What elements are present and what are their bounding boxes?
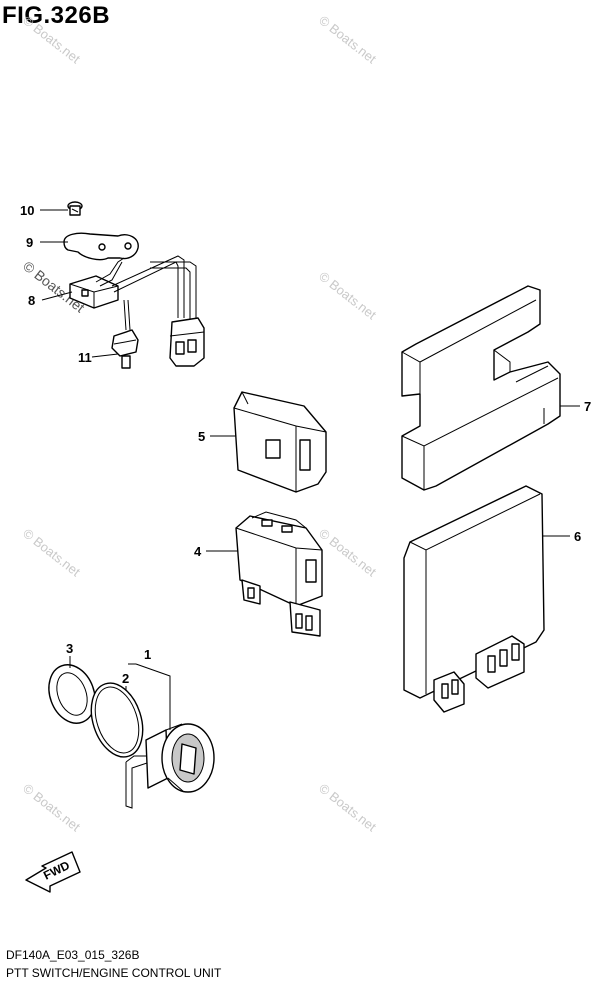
callouts: 10 9 8 11 5 4 7 6 3 2 1: [20, 203, 591, 686]
watermark: © Boats.net: [20, 526, 83, 580]
callout-9: 9: [26, 235, 33, 250]
part-4-module: [235, 511, 323, 637]
figure-title: FIG.326B: [2, 2, 111, 29]
watermark: © Boats.net: [20, 781, 83, 835]
part-6-ecu: [403, 485, 545, 713]
watermark: © Boats.net: [316, 269, 379, 323]
callout-3: 3: [66, 641, 73, 656]
callout-4: 4: [194, 544, 202, 559]
part-2-o-ring: [90, 682, 144, 758]
footer-code: DF140A_E03_015_326B: [6, 948, 140, 962]
part-10-screw: [67, 201, 83, 216]
part-3-ring: [48, 664, 96, 724]
part-11-clip: [111, 329, 139, 369]
watermark: © Boats.net: [316, 13, 379, 67]
callout-2: 2: [122, 671, 129, 686]
watermark: © Boats.net: [20, 13, 83, 67]
fwd-arrow: FWD: [25, 851, 81, 893]
part-1-ptt-switch-assy: [125, 723, 215, 809]
footer-description: PTT SWITCH/ENGINE CONTROL UNIT: [6, 966, 222, 980]
callout-1: 1: [144, 647, 151, 662]
callout-7: 7: [584, 399, 591, 414]
leader-lines: [40, 209, 580, 730]
part-8-ptt-switch: [69, 255, 197, 331]
part-9-bracket: [63, 232, 139, 261]
watermark: © Boats.net: [316, 526, 379, 580]
callout-11: 11: [78, 350, 92, 365]
callout-8: 8: [28, 293, 35, 308]
watermark: © Boats.net: [316, 781, 379, 835]
callout-10: 10: [20, 203, 34, 218]
harness-connector: [169, 317, 205, 367]
callout-6: 6: [574, 529, 581, 544]
part-5-cover: [233, 391, 327, 493]
part-7-mount: [401, 285, 561, 491]
callout-5: 5: [198, 429, 205, 444]
